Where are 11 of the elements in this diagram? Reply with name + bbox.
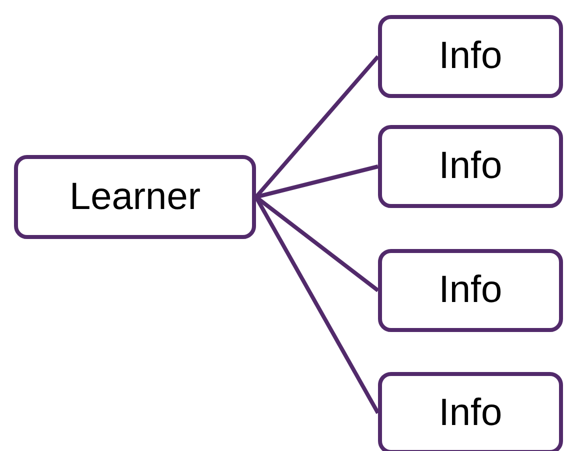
info-box: [378, 249, 563, 332]
connector-line: [256, 164, 378, 199]
learner-box: [14, 155, 256, 239]
info-box: [378, 125, 563, 208]
node-label: Info: [438, 35, 502, 78]
node-label: Info: [438, 145, 502, 188]
node-label: Info: [438, 269, 502, 312]
info-box: [378, 372, 563, 451]
node-label: Learner: [70, 176, 200, 218]
info-box: [378, 15, 563, 98]
node-label: Info: [438, 392, 502, 434]
